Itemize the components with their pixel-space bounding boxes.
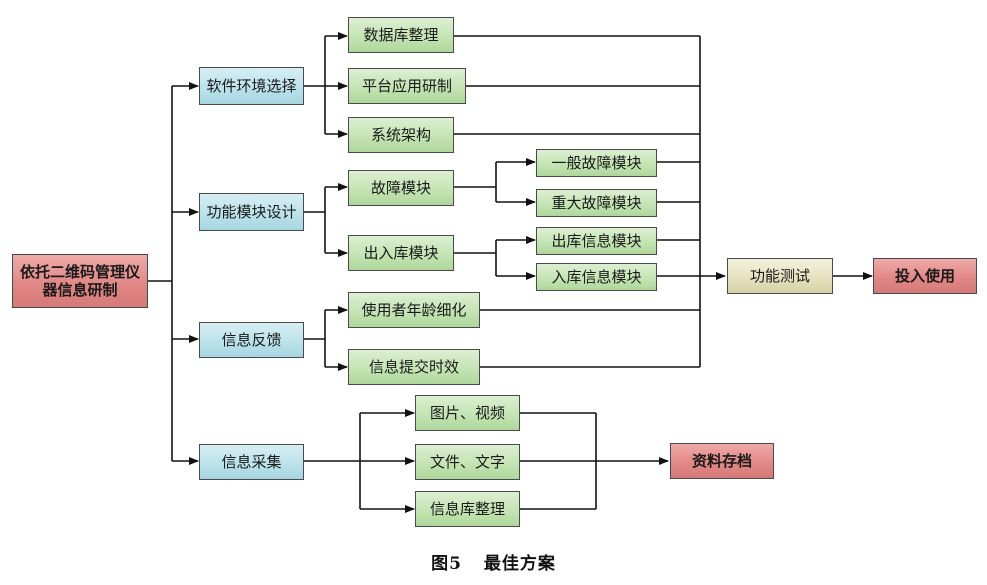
figure-number: 图5 bbox=[431, 554, 462, 574]
archive-node: 资料存档 bbox=[670, 443, 774, 479]
info-feedback-node: 信息反馈 bbox=[199, 322, 304, 358]
general-fault-node: 一般故障模块 bbox=[536, 149, 657, 177]
root-node: 依托二维码管理仪器信息研制 bbox=[12, 254, 148, 308]
func-test-node: 功能测试 bbox=[727, 258, 833, 294]
user-age-node: 使用者年龄细化 bbox=[348, 292, 480, 328]
function-design-node: 功能模块设计 bbox=[199, 193, 304, 231]
info-collect-node: 信息采集 bbox=[199, 444, 304, 480]
inout-module-node: 出入库模块 bbox=[348, 235, 454, 271]
platform-dev-node: 平台应用研制 bbox=[348, 68, 466, 104]
info-db-node: 信息库整理 bbox=[415, 491, 520, 527]
major-fault-node: 重大故障模块 bbox=[536, 189, 657, 217]
in-info-node: 入库信息模块 bbox=[536, 263, 657, 291]
image-video-node: 图片、视频 bbox=[415, 395, 520, 431]
out-info-node: 出库信息模块 bbox=[536, 227, 657, 255]
fault-module-node: 故障模块 bbox=[348, 170, 454, 206]
info-timeliness-node: 信息提交时效 bbox=[348, 349, 480, 385]
software-env-node: 软件环境选择 bbox=[199, 67, 304, 105]
figure-caption: 图5 最佳方案 bbox=[0, 549, 987, 574]
file-text-node: 文件、文字 bbox=[415, 444, 520, 480]
figure-title: 最佳方案 bbox=[483, 554, 556, 574]
db-organize-node: 数据库整理 bbox=[348, 17, 454, 53]
system-arch-node: 系统架构 bbox=[348, 117, 454, 153]
put-in-use-node: 投入使用 bbox=[873, 258, 977, 294]
